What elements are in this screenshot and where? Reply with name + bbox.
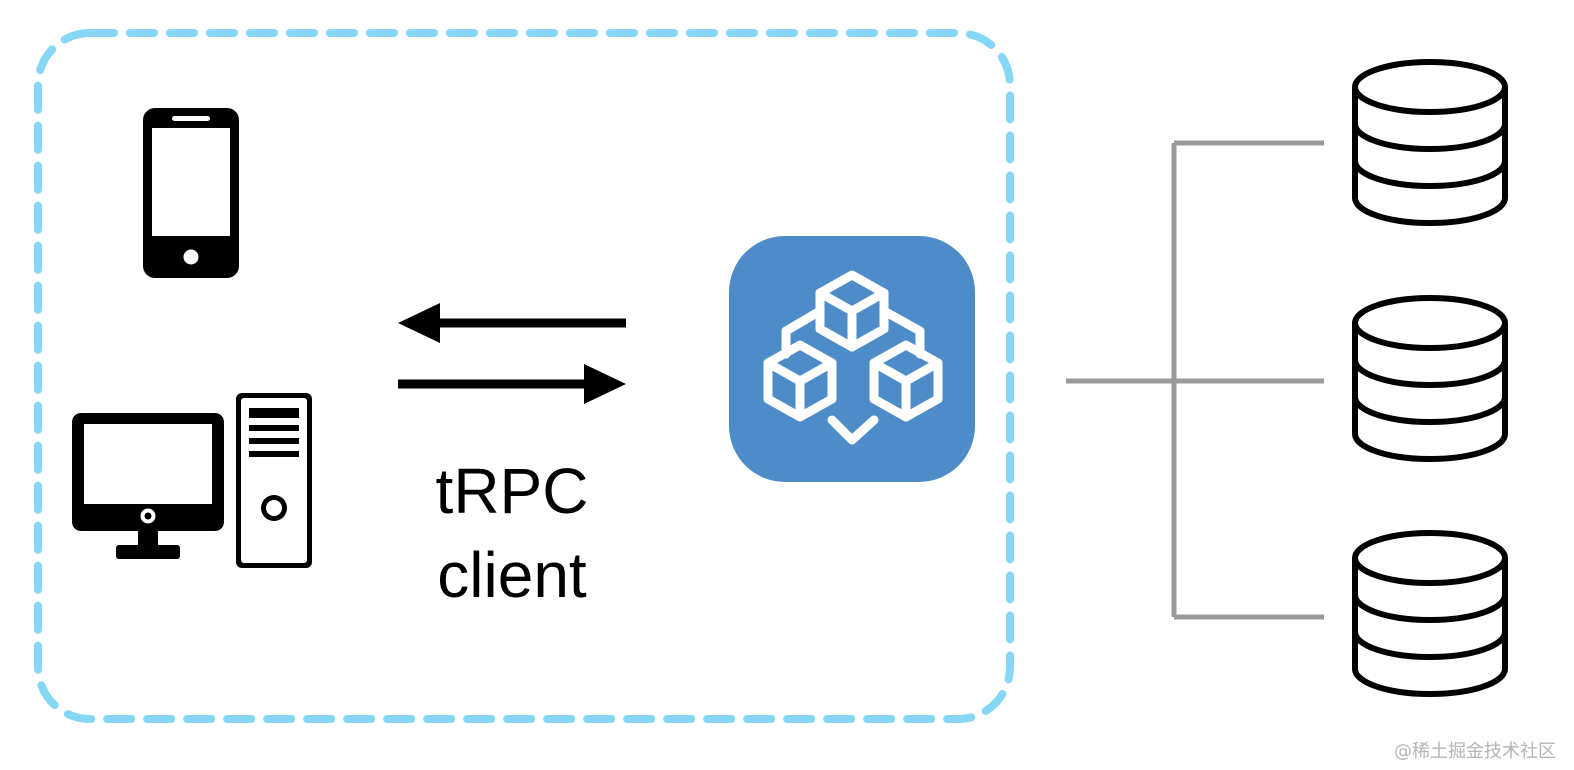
watermark: @稀土掘金技术社区 [1394, 741, 1556, 762]
arrow-right [398, 364, 626, 404]
mobile-phone-icon [143, 108, 239, 278]
client-boundary [34, 29, 1014, 723]
label-line-1: tRPC [436, 455, 589, 527]
database-icon [1352, 59, 1508, 226]
database-icon [1352, 530, 1508, 697]
db-connector-lines [1066, 140, 1324, 620]
microservice-cubes-icon [729, 236, 975, 482]
desktop-computer-icon [72, 393, 312, 568]
label-line-2: client [437, 539, 587, 611]
request-response-arrows [398, 303, 626, 404]
database-icon [1352, 295, 1508, 462]
arrow-left [398, 303, 626, 343]
